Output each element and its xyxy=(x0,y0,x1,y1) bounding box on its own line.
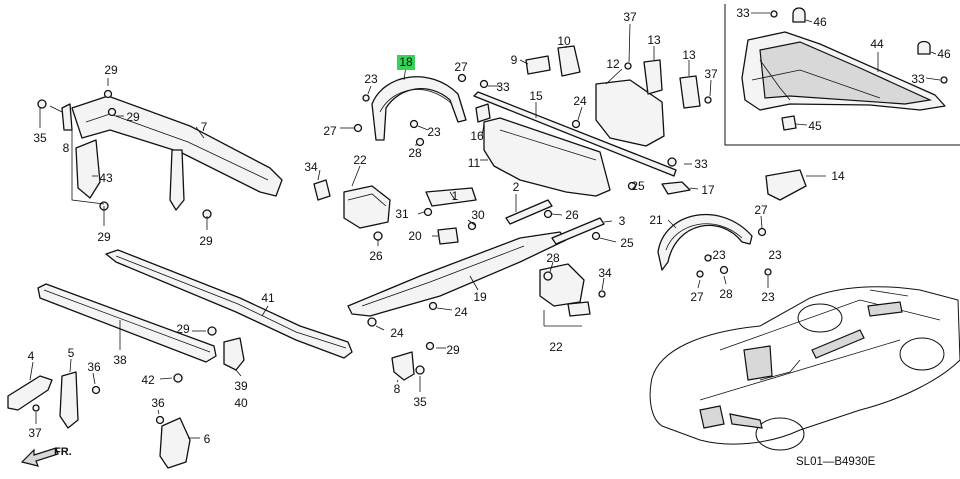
callout-c21[interactable]: 21 xyxy=(649,213,663,227)
callout-c16[interactable]: 16 xyxy=(470,129,484,143)
callout-c29f[interactable]: 29 xyxy=(446,343,460,357)
callout-highlight xyxy=(397,55,415,70)
callout-c26b[interactable]: 26 xyxy=(369,249,383,263)
callout-c27c[interactable]: 27 xyxy=(754,203,768,217)
callout-c28a[interactable]: 28 xyxy=(408,146,422,160)
fender-liner-right xyxy=(657,169,826,289)
callout-c27d[interactable]: 27 xyxy=(690,290,704,304)
callout-c25a[interactable]: 25 xyxy=(631,179,645,193)
fender-liner-left xyxy=(340,65,467,147)
callout-c27b[interactable]: 27 xyxy=(323,124,337,138)
callout-c33d[interactable]: 33 xyxy=(911,72,925,86)
callout-c20[interactable]: 20 xyxy=(408,229,422,243)
callout-c41[interactable]: 41 xyxy=(261,291,275,305)
callout-c7[interactable]: 7 xyxy=(201,120,208,134)
callout-c46a[interactable]: 46 xyxy=(813,15,827,29)
callout-c34a[interactable]: 34 xyxy=(304,160,318,174)
callout-c19[interactable]: 19 xyxy=(473,290,487,304)
front-cross-member xyxy=(37,78,283,230)
callout-c37b[interactable]: 37 xyxy=(704,67,718,81)
callout-c39[interactable]: 39 xyxy=(234,379,248,393)
callout-c8a[interactable]: 8 xyxy=(63,141,70,155)
callout-c35b[interactable]: 35 xyxy=(413,395,427,409)
callout-c17[interactable]: 17 xyxy=(701,183,715,197)
callout-c23d[interactable]: 23 xyxy=(768,248,782,262)
callout-c8b[interactable]: 8 xyxy=(394,382,401,396)
direction-label: FR. xyxy=(54,446,72,458)
callout-c29e[interactable]: 29 xyxy=(176,322,190,336)
callout-c33a[interactable]: 33 xyxy=(496,80,510,94)
callout-c31[interactable]: 31 xyxy=(395,207,409,221)
callout-c11[interactable]: 11 xyxy=(468,156,481,170)
callout-c45[interactable]: 45 xyxy=(808,119,822,133)
callout-c46b[interactable]: 46 xyxy=(937,47,951,61)
callout-c37a[interactable]: 37 xyxy=(623,10,637,24)
callout-c4[interactable]: 4 xyxy=(28,349,35,363)
floor-braces xyxy=(505,194,617,245)
callout-c44[interactable]: 44 xyxy=(870,37,884,51)
callout-c29d[interactable]: 29 xyxy=(199,234,213,248)
engine-mounts xyxy=(313,165,606,327)
callout-c35a[interactable]: 35 xyxy=(33,131,47,145)
callout-c13b[interactable]: 13 xyxy=(682,48,696,62)
callout-c5[interactable]: 5 xyxy=(68,346,75,360)
callout-c22b[interactable]: 22 xyxy=(549,340,563,354)
callout-c23c[interactable]: 23 xyxy=(712,248,726,262)
inset-brace-assembly xyxy=(724,4,960,146)
callout-c40[interactable]: 40 xyxy=(234,396,248,410)
side-sill xyxy=(37,283,217,363)
callout-c15[interactable]: 15 xyxy=(529,89,543,103)
callout-c24b[interactable]: 24 xyxy=(454,305,468,319)
callout-c36a[interactable]: 36 xyxy=(87,360,101,374)
callout-c29a[interactable]: 29 xyxy=(104,63,118,77)
callout-c38[interactable]: 38 xyxy=(113,353,127,367)
floor-undercover xyxy=(347,231,567,331)
callout-c14[interactable]: 14 xyxy=(831,169,845,183)
callout-c42[interactable]: 42 xyxy=(141,373,155,387)
callout-c33c[interactable]: 33 xyxy=(736,6,750,20)
front-direction-arrow xyxy=(20,447,59,467)
callout-c36b[interactable]: 36 xyxy=(151,396,165,410)
callout-c29c[interactable]: 29 xyxy=(97,230,111,244)
callout-c28c[interactable]: 28 xyxy=(719,287,733,301)
diagram-code: SL01—B4930E xyxy=(796,456,876,468)
callout-c1[interactable]: 1 xyxy=(452,189,459,203)
callout-c2[interactable]: 2 xyxy=(513,180,520,194)
callout-c43[interactable]: 43 xyxy=(99,171,113,185)
callout-c3[interactable]: 3 xyxy=(619,214,626,228)
callout-c29b[interactable]: 29 xyxy=(126,110,140,124)
callout-c28b[interactable]: 28 xyxy=(546,251,560,265)
callout-c34b[interactable]: 34 xyxy=(598,266,612,280)
callout-c10[interactable]: 10 xyxy=(557,34,571,48)
callout-c25b[interactable]: 25 xyxy=(620,236,634,250)
long-side-rail xyxy=(105,249,353,359)
rear-brace-and-panels xyxy=(473,23,712,197)
callout-c23b[interactable]: 23 xyxy=(427,125,441,139)
callout-c33b[interactable]: 33 xyxy=(694,157,708,171)
callout-c26a[interactable]: 26 xyxy=(565,208,579,222)
car-outline xyxy=(649,286,960,451)
callout-c24c[interactable]: 24 xyxy=(390,326,404,340)
callout-c18[interactable]: 18 xyxy=(399,55,413,69)
callout-c6[interactable]: 6 xyxy=(204,432,211,446)
center-small-parts xyxy=(391,341,446,392)
callout-c22a[interactable]: 22 xyxy=(353,153,367,167)
callout-c37c[interactable]: 37 xyxy=(28,426,42,440)
callout-c23a[interactable]: 23 xyxy=(364,72,378,86)
callout-c12[interactable]: 12 xyxy=(606,57,620,71)
callout-c30[interactable]: 30 xyxy=(471,208,485,222)
callout-c13a[interactable]: 13 xyxy=(647,33,661,47)
callout-c23e[interactable]: 23 xyxy=(761,290,775,304)
callout-c9[interactable]: 9 xyxy=(511,53,518,67)
bottom-left-brackets xyxy=(7,326,245,469)
callout-c27a[interactable]: 27 xyxy=(454,60,468,74)
callout-c24a[interactable]: 24 xyxy=(573,94,587,108)
